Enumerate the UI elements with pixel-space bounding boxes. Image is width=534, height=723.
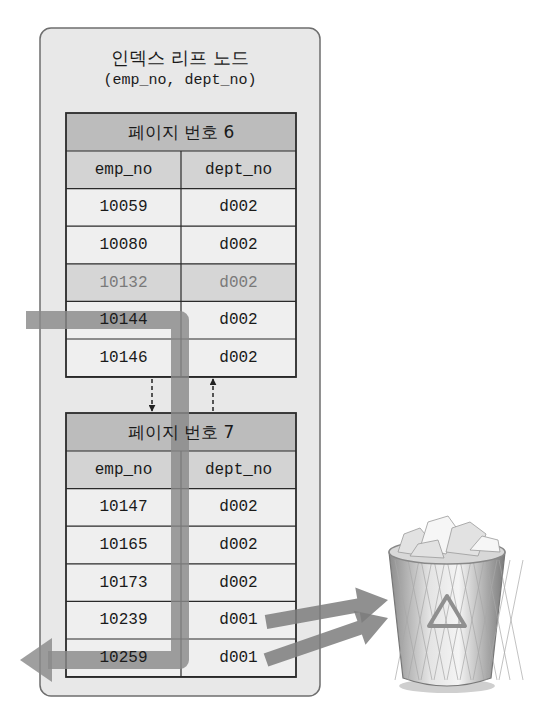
can-mesh xyxy=(395,560,419,680)
table-cell: d002 xyxy=(181,189,296,227)
trash-can-icon xyxy=(389,516,523,693)
crumpled-paper xyxy=(470,536,500,552)
table-cell: d001 xyxy=(181,639,296,677)
table-cell: d002 xyxy=(181,339,296,377)
page-header: 페이지 번호 7 xyxy=(66,413,296,451)
index-page-table: 페이지 번호 6emp_nodept_no10059d00210080d0021… xyxy=(66,113,296,377)
can-mesh xyxy=(434,560,458,680)
table-cell: 10059 xyxy=(66,189,181,227)
table-cell: emp_no xyxy=(66,451,181,489)
can-mesh xyxy=(408,560,432,680)
table-cell: d002 xyxy=(181,264,296,302)
table-cell: d002 xyxy=(181,489,296,527)
recycle-symbol xyxy=(429,596,465,626)
can-mesh xyxy=(395,560,419,680)
can-mesh xyxy=(434,560,458,680)
discard-arrow xyxy=(264,611,388,667)
table-cell: 10144 xyxy=(66,301,181,339)
index-page-table: 페이지 번호 7emp_nodept_no10147d00210165d0021… xyxy=(66,413,296,677)
can-body xyxy=(389,552,505,686)
scan-arrow xyxy=(26,320,180,660)
table-cell: dept_no xyxy=(181,151,296,189)
table-cell: 10080 xyxy=(66,226,181,264)
table-cell: d001 xyxy=(181,601,296,639)
can-mesh xyxy=(486,560,510,680)
page-header: 페이지 번호 6 xyxy=(66,113,296,151)
table-cell: 10239 xyxy=(66,601,181,639)
can-mesh xyxy=(499,560,523,680)
can-mesh xyxy=(486,560,510,680)
header-fill xyxy=(66,113,296,151)
table-cell: d002 xyxy=(181,226,296,264)
table-cell: d002 xyxy=(181,564,296,602)
can-mesh xyxy=(499,560,523,680)
index-leaf-panel: 인덱스 리프 노드(emp_no, dept_no)페이지 번호 6emp_no… xyxy=(40,28,320,696)
table-cell: d002 xyxy=(181,526,296,564)
can-mesh xyxy=(473,560,497,680)
table-cell: 10259 xyxy=(66,639,181,677)
crumpled-paper xyxy=(410,540,444,558)
table-cell: 10132 xyxy=(66,264,181,302)
can-mesh xyxy=(447,560,471,680)
can-mesh xyxy=(408,560,432,680)
table-cell: 10173 xyxy=(66,564,181,602)
scan-arrow-head xyxy=(20,638,52,682)
table-cell: d002 xyxy=(181,301,296,339)
can-mesh xyxy=(473,560,497,680)
page-link-arrow xyxy=(212,379,214,411)
panel-title: (emp_no, dept_no) xyxy=(40,72,320,89)
table-cell: dept_no xyxy=(181,451,296,489)
page-link-arrow xyxy=(151,379,153,411)
panel-title: 인덱스 리프 노드 xyxy=(40,46,320,70)
table-cell: 10165 xyxy=(66,526,181,564)
table-cell: emp_no xyxy=(66,151,181,189)
table-cell: 10147 xyxy=(66,489,181,527)
can-mesh xyxy=(447,560,471,680)
table-cell: 10146 xyxy=(66,339,181,377)
